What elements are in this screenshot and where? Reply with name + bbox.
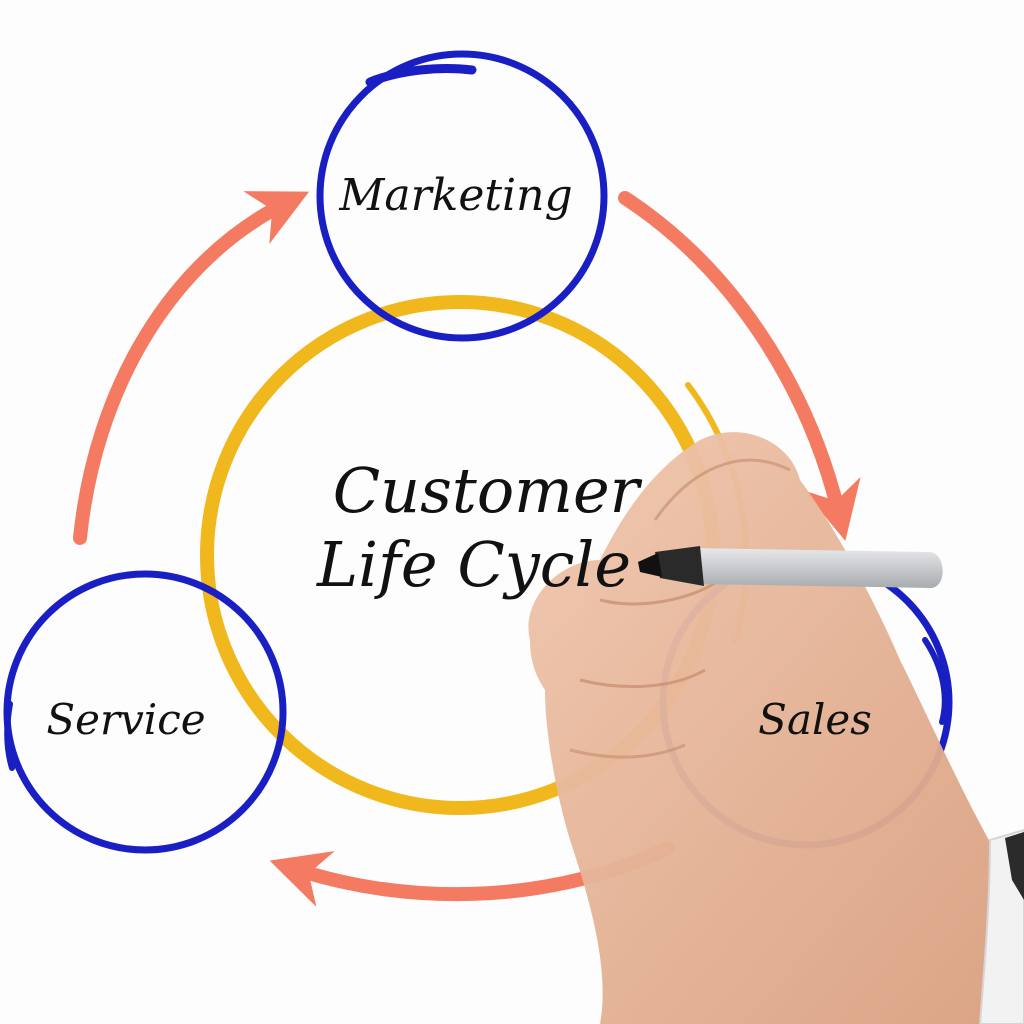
hand-body (528, 432, 1024, 1024)
center-label-line1: Customer (333, 454, 643, 527)
center-label-line2: Life Cycle (316, 528, 631, 601)
node-label-marketing: Marketing (338, 170, 572, 221)
thumb-outline (653, 458, 791, 521)
jacket-sleeve (1005, 832, 1024, 900)
node-ring-marketing-tail (365, 64, 477, 87)
arrow-service-to-marketing (73, 191, 310, 545)
node-service (3, 570, 287, 854)
hand-holding-marker-icon (528, 432, 1024, 1024)
marker-tip (638, 553, 662, 577)
node-label-service: Service (46, 695, 205, 744)
finger-crease-3 (569, 743, 686, 759)
node-ring-service-tail (4, 701, 15, 771)
node-ring-marketing (316, 50, 608, 342)
marker-body (690, 548, 943, 588)
finger-crease-1 (599, 578, 721, 606)
node-marketing (316, 50, 608, 342)
marker-pen-icon (638, 546, 943, 588)
arrow-marketing-to-sales (618, 191, 861, 541)
node-ring-sales-tail (922, 637, 948, 725)
marker-grip (655, 546, 704, 586)
node-label-sales: Sales (758, 695, 872, 744)
finger-crease-2 (579, 668, 706, 689)
